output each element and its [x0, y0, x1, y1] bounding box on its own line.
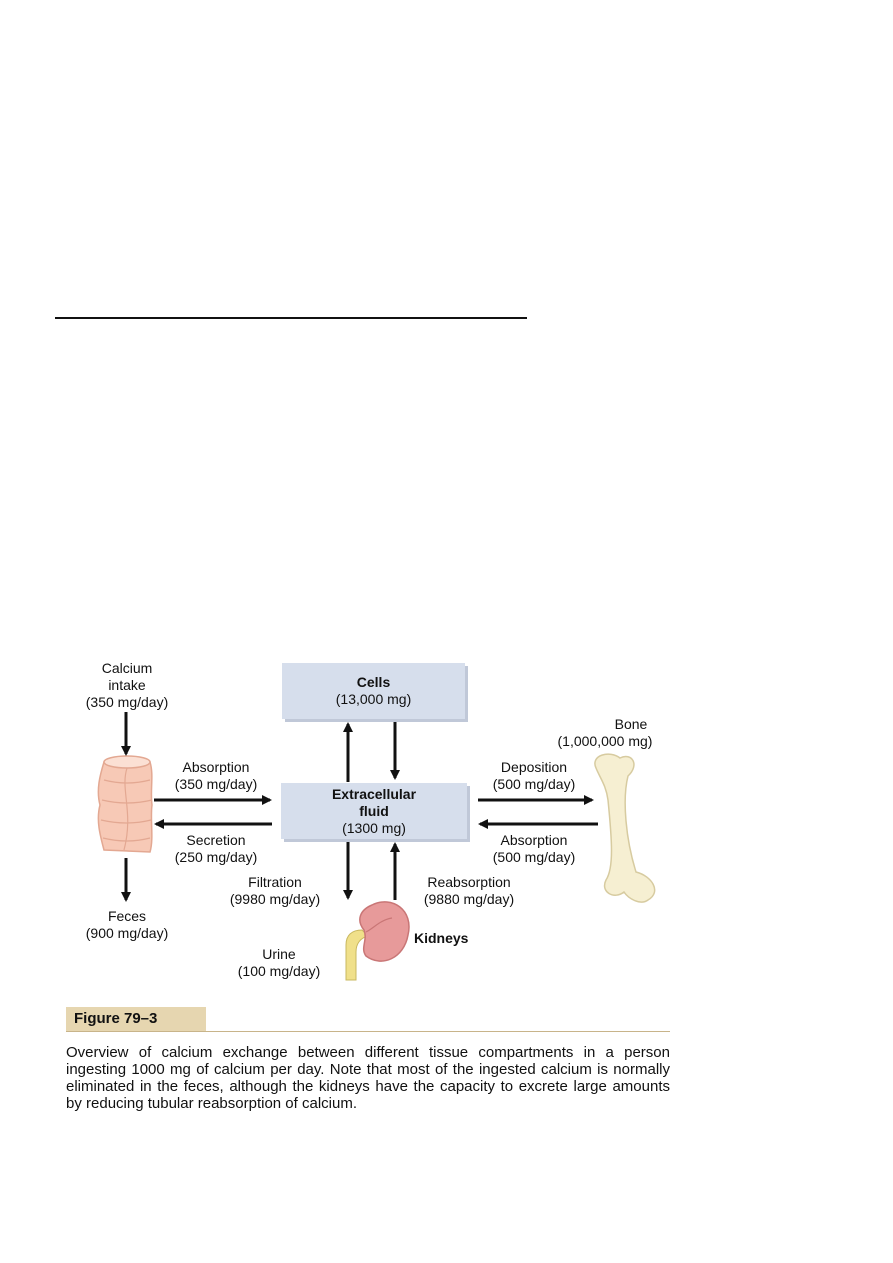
absorption-bone-amount: (500 mg/day) [492, 849, 576, 865]
horizontal-rule [55, 317, 527, 319]
bone-title: Bone [614, 716, 648, 732]
calcium-intake-line2: intake [108, 677, 146, 693]
calcium-intake-line1: Calcium [101, 660, 153, 676]
absorption-gut-amount: (350 mg/day) [174, 776, 258, 792]
cells-box: Cells (13,000 mg) [282, 663, 465, 719]
extracellular-fluid-box: Extracellular fluid (1300 mg) [281, 783, 467, 839]
feces-label: Feces (900 mg/day) [62, 908, 192, 942]
feces-text: Feces [107, 908, 147, 924]
cells-title: Cells [356, 674, 391, 690]
absorption-gut-text: Absorption [182, 759, 250, 775]
secretion-amount: (250 mg/day) [174, 849, 258, 865]
calcium-intake-label: Calcium intake (350 mg/day) [62, 660, 192, 711]
bone-label: Bone (1,000,000 mg) [530, 716, 680, 750]
ecf-line2: fluid [359, 802, 389, 819]
secretion-text: Secretion [186, 832, 246, 848]
reabsorption-label: Reabsorption (9880 mg/day) [399, 874, 539, 908]
kidney-illustration [345, 901, 410, 981]
urine-label: Urine (100 mg/day) [214, 946, 344, 980]
deposition-label: Deposition (500 mg/day) [470, 759, 598, 793]
bone-amount: (1,000,000 mg) [557, 733, 653, 749]
absorption-bone-label: Absorption (500 mg/day) [470, 832, 598, 866]
bone-illustration [594, 753, 656, 903]
ecf-amount: (1300 mg) [342, 819, 406, 836]
figure-label: Figure 79–3 [66, 1007, 206, 1031]
absorption-bone-text: Absorption [500, 832, 568, 848]
filtration-label: Filtration (9980 mg/day) [205, 874, 345, 908]
secretion-label: Secretion (250 mg/day) [152, 832, 280, 866]
figure-caption-text: Overview of calcium exchange between dif… [66, 1044, 670, 1112]
reabsorption-amount: (9880 mg/day) [423, 891, 515, 907]
urine-amount: (100 mg/day) [237, 963, 321, 979]
feces-amount: (900 mg/day) [85, 925, 169, 941]
calcium-intake-amount: (350 mg/day) [85, 694, 169, 710]
ecf-line1: Extracellular [331, 785, 417, 802]
kidneys-label: Kidneys [414, 930, 504, 947]
absorption-gut-label: Absorption (350 mg/day) [152, 759, 280, 793]
deposition-text: Deposition [500, 759, 568, 775]
intestine-illustration [97, 755, 153, 853]
figure-caption-bar: Figure 79–3 [66, 1007, 670, 1032]
filtration-text: Filtration [248, 874, 302, 890]
filtration-amount: (9980 mg/day) [229, 891, 321, 907]
kidneys-text: Kidneys [414, 930, 469, 946]
deposition-amount: (500 mg/day) [492, 776, 576, 792]
reabsorption-text: Reabsorption [427, 874, 511, 890]
cells-amount: (13,000 mg) [335, 691, 412, 707]
urine-text: Urine [262, 946, 296, 962]
